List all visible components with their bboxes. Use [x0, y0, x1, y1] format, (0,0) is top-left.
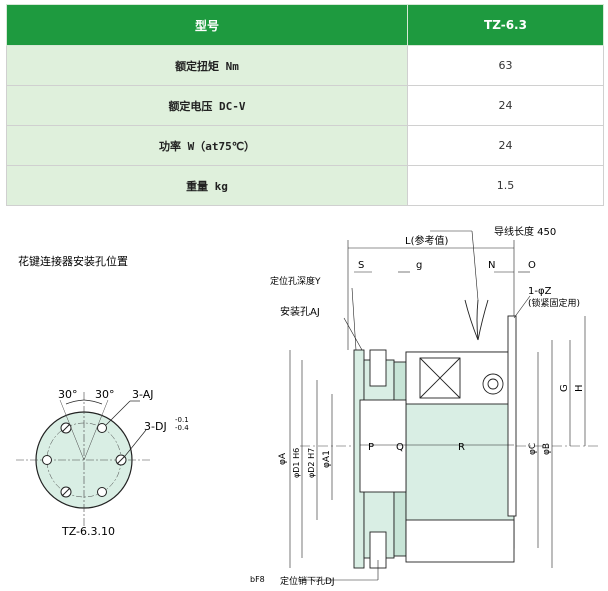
table-row: 重量 kg 1.5: [6, 165, 604, 206]
dim-phi-b-label: φB: [542, 443, 552, 455]
hole-aj-label: 3-AJ: [132, 388, 154, 401]
technical-drawing: 花键连接器安装孔位置 30° 30° 3-AJ 3-D: [16, 225, 600, 587]
power-label: 功率 W（at75℃）: [6, 125, 408, 166]
rated-voltage-value: 24: [407, 85, 604, 126]
dim-n-label: N: [488, 260, 495, 271]
hole-dj-tol-upper: -0.1: [175, 416, 189, 424]
weight-label: 重量 kg: [6, 165, 408, 206]
table-row: 额定电压 DC-V 24: [6, 85, 604, 126]
dim-g-vertical-label: G: [559, 384, 570, 392]
angle-label-1: 30°: [58, 388, 78, 401]
dim-q-label: Q: [396, 442, 404, 453]
header-model-label: 型号: [6, 4, 408, 46]
aj-holes: [60, 422, 127, 498]
pin-hole-label: 定位销下孔DJ: [280, 575, 335, 587]
table-header-row: 型号 TZ-6.3: [6, 4, 604, 46]
one-z-label: 1-φZ: [528, 286, 552, 297]
weight-value: 1.5: [407, 165, 604, 206]
lead-wire-label: 导线长度 450: [494, 225, 556, 238]
dim-phi-c-label: φC: [528, 443, 538, 455]
hole-dj-tol-lower: -0.4: [175, 424, 189, 432]
dim-r-label: R: [458, 442, 465, 453]
dim-l-label: L(参考值): [405, 234, 448, 247]
pos-hole-depth-label: 定位孔深度Y: [270, 275, 321, 287]
dim-p-label: P: [368, 442, 374, 453]
dim-o-label: O: [528, 260, 536, 271]
power-value: 24: [407, 125, 604, 166]
dim-s-label: S: [358, 260, 364, 271]
bf8-label: bF8: [250, 575, 265, 584]
spline-caption: TZ-6.3.10: [61, 525, 115, 538]
rated-torque-label: 额定扭矩 Nm: [6, 45, 408, 86]
dim-phi-d2-label: φD2 H7: [307, 448, 316, 478]
rated-voltage-label: 额定电压 DC-V: [6, 85, 408, 126]
brake-section-drawing: [300, 299, 600, 569]
spline-view-title: 花键连接器安装孔位置: [18, 254, 128, 268]
angle-label-2: 30°: [95, 388, 115, 401]
table-row: 额定扭矩 Nm 63: [6, 45, 604, 86]
dj-holes: [42, 423, 107, 497]
hole-dj-label: 3-DJ: [144, 420, 167, 433]
header-model-value: TZ-6.3: [407, 4, 604, 46]
dim-phi-a-label: φA: [278, 452, 288, 465]
spec-table: 型号 TZ-6.3 额定扭矩 Nm 63 额定电压 DC-V 24 功率 W（a…: [6, 4, 604, 206]
dimension-lines: [289, 230, 586, 581]
dim-g-label: g: [416, 260, 422, 271]
dim-h-vertical-label: H: [574, 384, 585, 392]
mount-hole-label: 安装孔AJ: [280, 305, 320, 318]
lock-note-label: (锁紧固定用): [528, 297, 580, 309]
dim-phi-d1-label: φD1 H6: [292, 448, 301, 478]
dim-phi-a1-label: φA1: [322, 450, 332, 468]
spline-flange-drawing: [16, 392, 152, 528]
table-row: 功率 W（at75℃） 24: [6, 125, 604, 166]
rated-torque-value: 63: [407, 45, 604, 86]
